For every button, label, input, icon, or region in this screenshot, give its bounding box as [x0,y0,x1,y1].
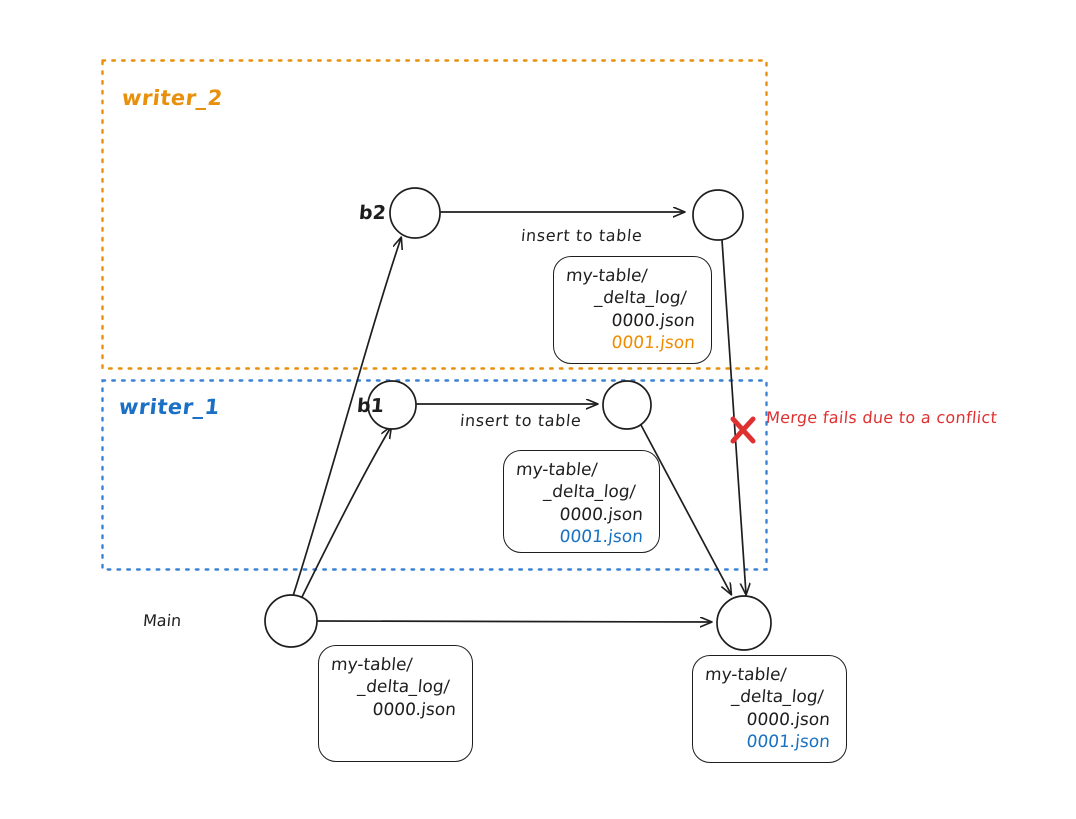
file-line-highlight: 0001.json [745,732,831,753]
branch-label-b2: b2 [358,202,387,224]
file-line: _delta_log/ [356,677,451,698]
node-b1-commit [602,380,652,430]
file-box-writer1: my-table/ _delta_log/ 0000.json 0001.jso… [503,450,660,553]
file-line: _delta_log/ [542,482,637,503]
file-line: 0000.json [745,709,831,730]
writer1-label: writer_1 [117,395,222,419]
node-main [264,594,318,648]
node-merge [716,595,772,651]
conflict-annotation: Merge fails due to a conflict [765,408,998,427]
file-line: my-table/ [330,655,414,675]
file-box-merge: my-table/ _delta_log/ 0000.json 0001.jso… [692,655,847,763]
file-line: my-table/ [704,665,788,685]
writer2-region [101,59,768,370]
edge-main-to-merge [317,621,711,622]
x-mark-icon [730,416,756,444]
file-line-highlight: 0001.json [558,527,644,548]
file-line: 0000.json [558,504,644,525]
file-line: _delta_log/ [730,687,825,708]
file-line: my-table/ [515,460,599,480]
branch-label-b1: b1 [356,395,385,417]
node-b2 [389,187,441,239]
branch-label-main: Main [142,611,183,630]
file-line: 0000.json [371,699,457,720]
edge-label-insert-bottom: insert to table [459,411,583,430]
file-box-main: my-table/ _delta_log/ 0000.json [318,645,473,762]
file-line: 0000.json [610,310,696,331]
edge-main-to-b1 [301,427,391,598]
file-line-highlight: 0001.json [610,333,696,354]
file-line: _delta_log/ [593,288,688,309]
edge-b1-merge [640,424,731,594]
edge-main-to-b2 [292,238,401,597]
file-line: my-table/ [565,266,649,286]
writer1-region [101,379,768,571]
edge-label-insert-top: insert to table [520,226,644,245]
file-box-writer2: my-table/ _delta_log/ 0000.json 0001.jso… [553,256,712,364]
node-b2-commit [692,189,744,241]
node-b1 [367,380,417,430]
writer2-label: writer_2 [120,86,225,110]
